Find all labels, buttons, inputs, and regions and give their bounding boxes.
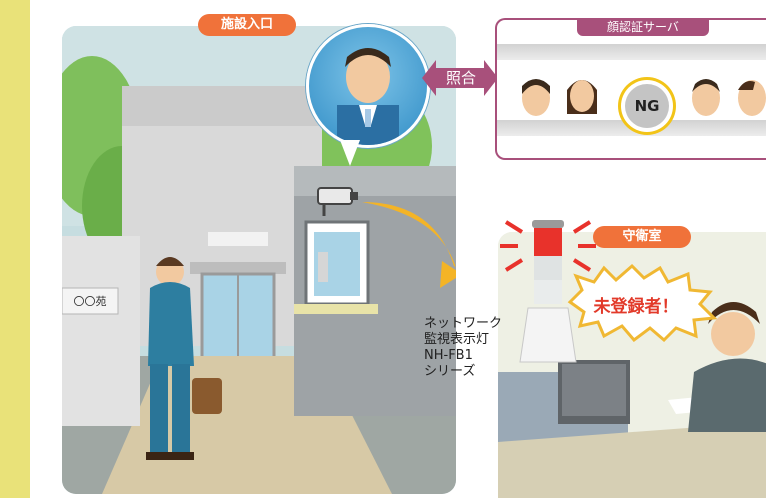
product-line: ネットワーク bbox=[424, 316, 503, 331]
facility-plaque: 〇〇苑 bbox=[73, 295, 107, 308]
security-camera-icon bbox=[317, 187, 358, 216]
guard-room-label: 守衛室 bbox=[593, 226, 691, 248]
guard-person bbox=[688, 302, 766, 432]
signal-tower-light bbox=[500, 220, 596, 363]
registered-face-icon bbox=[738, 80, 766, 116]
product-line: シリーズ bbox=[424, 364, 476, 379]
face-recognition-server-panel: 顔認証サーバ NG bbox=[495, 18, 766, 160]
server-title: 顔認証サーバ bbox=[577, 18, 709, 36]
avatar-pointer bbox=[340, 140, 360, 166]
unregistered-alert-text: 未登録者！ bbox=[593, 297, 679, 317]
left-accent-bar bbox=[0, 0, 30, 498]
ng-unregistered-badge: NG bbox=[625, 84, 669, 128]
visitor-person bbox=[146, 257, 222, 460]
guard-room-scene bbox=[498, 232, 766, 498]
guard-desk bbox=[498, 422, 766, 498]
notify-arrow bbox=[362, 202, 456, 288]
registered-face-icon bbox=[522, 79, 550, 116]
guard-room-illustration bbox=[498, 232, 766, 498]
product-line: NH-FB1 bbox=[424, 348, 473, 363]
visitor-face-avatar bbox=[306, 24, 430, 148]
entrance-label: 施設入口 bbox=[198, 14, 296, 36]
collate-label: 照合 bbox=[445, 69, 476, 87]
alert-burst bbox=[567, 263, 718, 342]
briefcase-icon bbox=[192, 378, 222, 414]
alarm-flash-icon bbox=[500, 220, 596, 272]
collate-double-arrow bbox=[422, 60, 498, 96]
registered-face-icon bbox=[692, 79, 720, 116]
product-line: 監視表示灯 bbox=[424, 332, 490, 347]
product-caption: ネットワーク 監視表示灯 NH-FB1 シリーズ bbox=[424, 316, 502, 380]
gate-wall-left bbox=[62, 236, 140, 426]
registered-face-icon bbox=[567, 80, 597, 114]
